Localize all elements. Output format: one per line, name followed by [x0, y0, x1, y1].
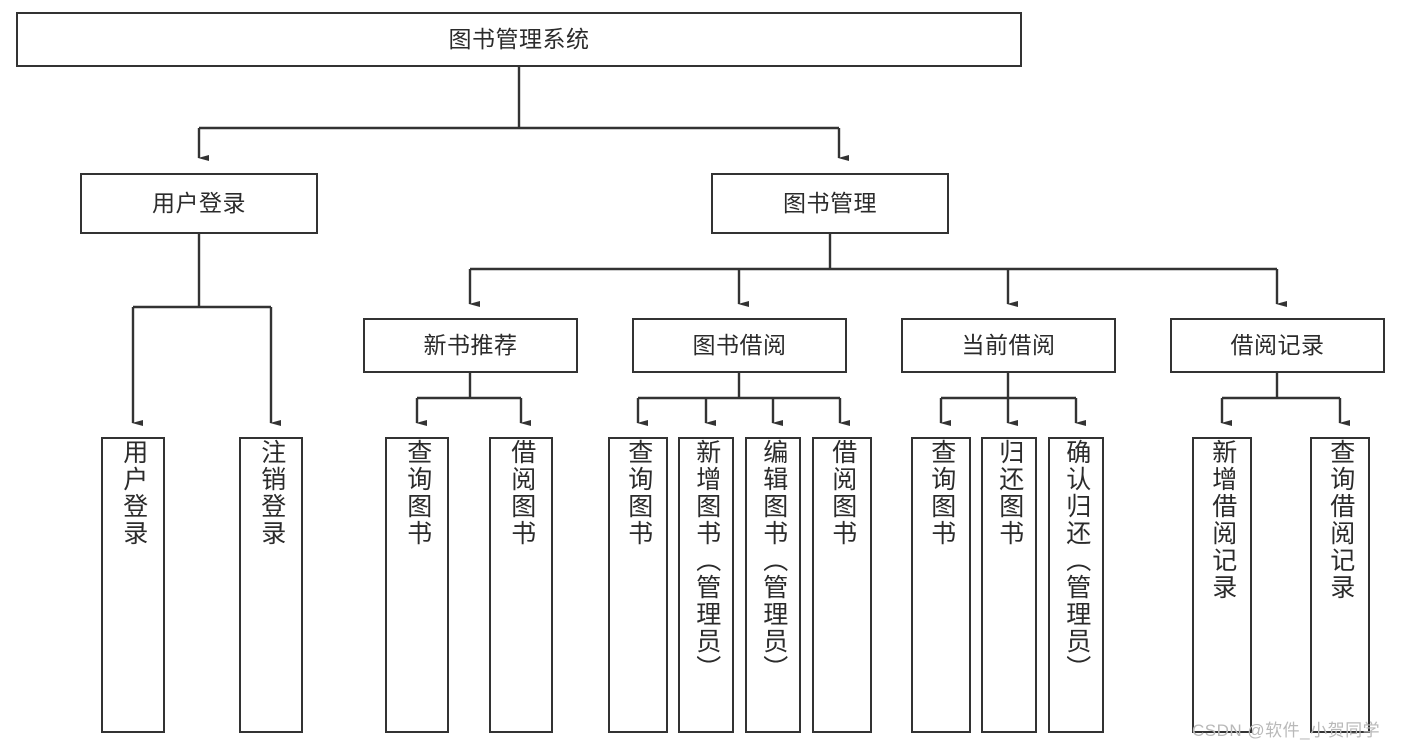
leaf-query-book-current[interactable]: 查询图书	[911, 437, 971, 733]
node-label: 新增借阅记录	[1208, 439, 1237, 601]
node-label: 图书借阅	[692, 331, 787, 358]
node-label: 确认归还（管理员）	[1062, 439, 1091, 682]
node-label: 借阅记录	[1230, 331, 1325, 358]
node-root-system[interactable]: 图书管理系统	[16, 12, 1022, 67]
node-new-book-recommend[interactable]: 新书推荐	[363, 318, 578, 373]
node-user-login[interactable]: 用户登录	[80, 173, 318, 234]
leaf-borrow-book[interactable]: 借阅图书	[812, 437, 872, 733]
leaf-query-book-newbook[interactable]: 查询图书	[385, 437, 449, 733]
node-label: 查询图书	[403, 439, 432, 547]
leaf-return-book[interactable]: 归还图书	[981, 437, 1037, 733]
node-book-management[interactable]: 图书管理	[711, 173, 949, 234]
watermark: CSDN @软件_小贺同学	[1192, 721, 1381, 740]
node-label: 查询图书	[927, 439, 956, 547]
leaf-borrow-book-newbook[interactable]: 借阅图书	[489, 437, 553, 733]
node-label: 新增图书（管理员）	[692, 439, 721, 682]
node-label: 借阅图书	[828, 439, 857, 547]
node-label: 查询图书	[624, 439, 653, 547]
leaf-edit-book-admin[interactable]: 编辑图书（管理员）	[745, 437, 801, 733]
node-current-borrow[interactable]: 当前借阅	[901, 318, 1116, 373]
node-label: 用户登录	[152, 189, 246, 216]
leaf-logout[interactable]: 注销登录	[239, 437, 303, 733]
leaf-query-book-borrow[interactable]: 查询图书	[608, 437, 668, 733]
node-label: 编辑图书（管理员）	[759, 439, 788, 682]
node-label: 新书推荐	[423, 331, 518, 358]
node-label: 注销登录	[257, 439, 286, 547]
node-label: 查询借阅记录	[1326, 439, 1355, 601]
leaf-user-login[interactable]: 用户登录	[101, 437, 165, 733]
leaf-query-borrow-record[interactable]: 查询借阅记录	[1310, 437, 1370, 733]
leaf-add-borrow-record[interactable]: 新增借阅记录	[1192, 437, 1252, 733]
leaf-confirm-return-admin[interactable]: 确认归还（管理员）	[1048, 437, 1104, 733]
node-label: 用户登录	[119, 439, 148, 547]
node-label: 图书管理系统	[448, 25, 590, 52]
node-label: 归还图书	[995, 439, 1024, 547]
node-label: 当前借阅	[961, 331, 1056, 358]
node-book-borrow[interactable]: 图书借阅	[632, 318, 847, 373]
node-label: 图书管理	[783, 189, 877, 216]
node-borrow-record[interactable]: 借阅记录	[1170, 318, 1385, 373]
node-label: 借阅图书	[507, 439, 536, 547]
leaf-add-book-admin[interactable]: 新增图书（管理员）	[678, 437, 734, 733]
